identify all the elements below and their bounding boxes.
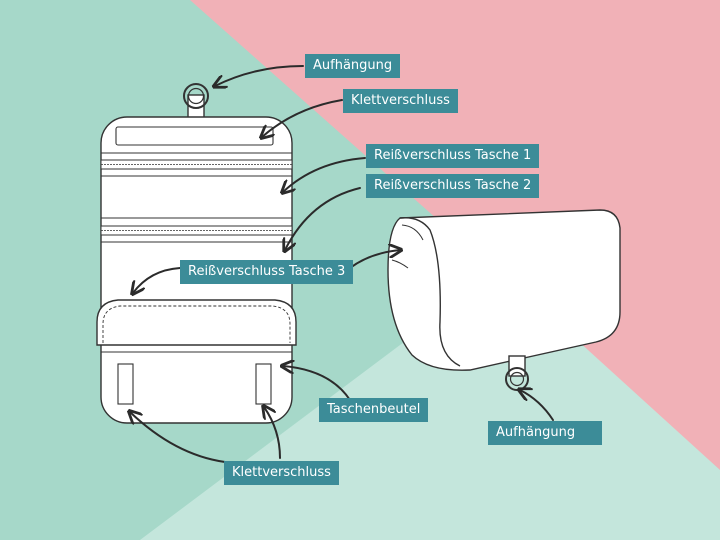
arrow-klettverschluss-top: [262, 99, 343, 137]
label-taschenbeutel: Taschenbeutel: [319, 398, 429, 422]
arrow-reissverschluss-2: [285, 187, 361, 250]
label-klettverschluss-top: Klettverschluss: [343, 89, 458, 113]
label-aufhaengung-bottom: Aufhängung: [488, 421, 602, 445]
arrow-klettverschluss-bottom-left: [130, 412, 226, 463]
arrow-aufhaengung-top: [215, 65, 304, 86]
label-klettverschluss-bottom: Klettverschluss: [224, 461, 339, 485]
label-reissverschluss-tasche-2: Reißverschluss Tasche 2: [366, 174, 540, 198]
callout-arrows: [130, 65, 554, 463]
arrow-aufhaengung-bottom: [520, 390, 554, 421]
arrow-klettverschluss-bottom-right: [264, 407, 281, 459]
velcro-strip-top: [115, 126, 274, 146]
label-reissverschluss-tasche-3: Reißverschluss Tasche 3: [180, 260, 354, 284]
velcro-tab-right: [255, 363, 272, 405]
arrow-reissverschluss-3-right: [349, 250, 400, 269]
arrow-reissverschluss-1: [283, 157, 366, 192]
folded-bag-flap: [399, 217, 461, 367]
arrow-reissverschluss-3-left: [133, 267, 181, 293]
folded-loop-strap: [508, 355, 526, 377]
label-aufhaengung-top: Aufhängung: [305, 54, 401, 78]
label-reissverschluss-tasche-1: Reißverschluss Tasche 1: [366, 144, 540, 168]
velcro-tab-left: [117, 363, 134, 405]
hanging-loop-ring: [183, 83, 209, 109]
arrow-taschenbeutel: [283, 366, 351, 401]
open-bag-illustration: [96, 83, 297, 424]
folded-bag-body: [387, 209, 621, 371]
folded-bag-illustration: [387, 209, 621, 391]
pocket-3-flap: [96, 299, 297, 346]
